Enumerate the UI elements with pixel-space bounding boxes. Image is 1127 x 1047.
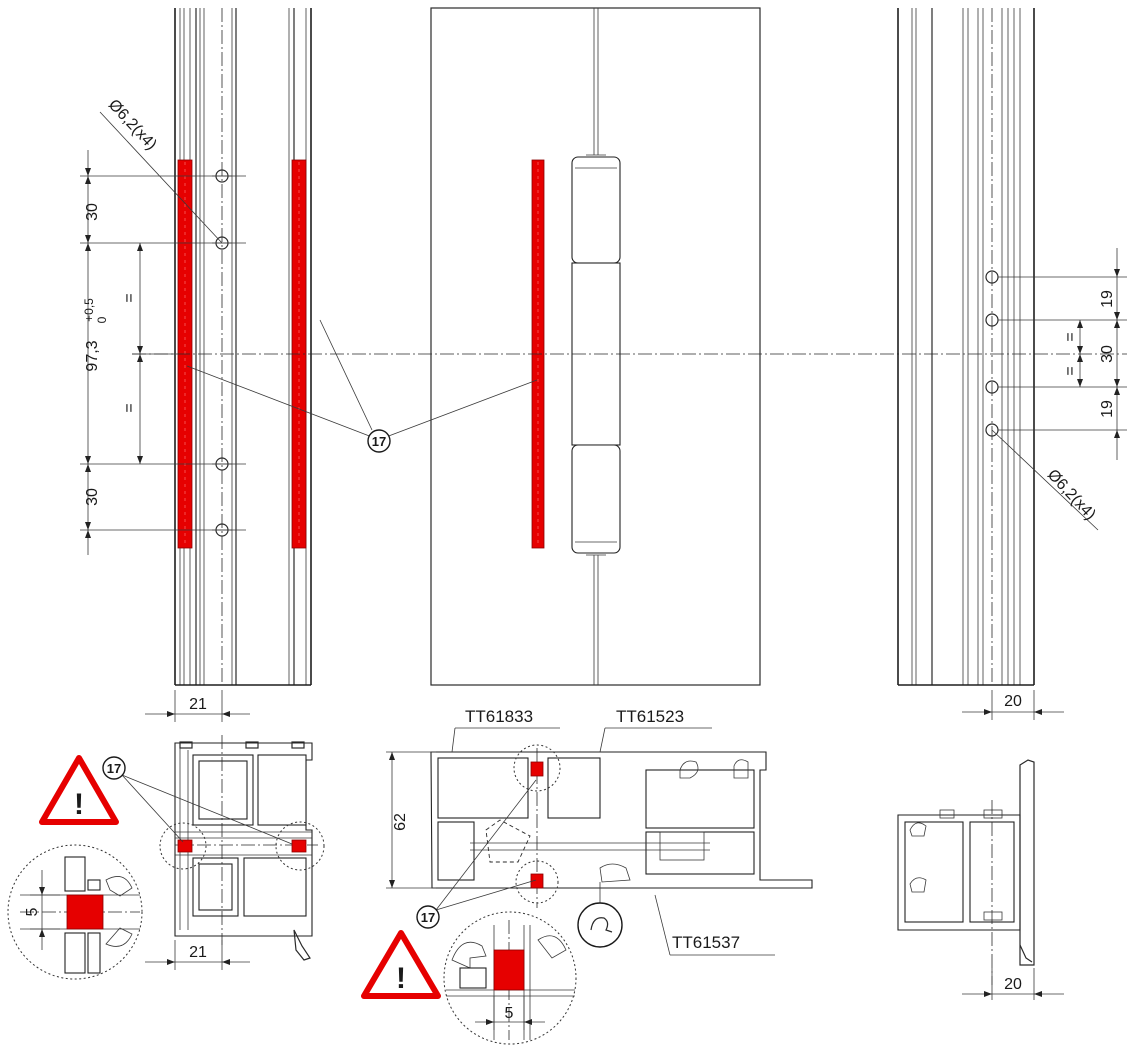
left-dim-top: 30 bbox=[84, 203, 101, 221]
profile-label-tt61833: TT61833 bbox=[465, 707, 533, 726]
left-profile-lines bbox=[174, 8, 312, 686]
middle-section-height: 62 bbox=[392, 813, 409, 831]
detail-middle-gasket bbox=[493, 949, 525, 991]
right-profile-lines bbox=[897, 8, 1035, 686]
callout-17-elevation: 17 bbox=[186, 319, 538, 453]
profile-label-tt61537: TT61537 bbox=[672, 933, 740, 952]
right-dim-1: 19 bbox=[1099, 290, 1116, 308]
right-hole-leader bbox=[991, 429, 1099, 531]
detail-left-gasket bbox=[66, 894, 104, 930]
warning-triangle-middle: ! bbox=[361, 930, 441, 999]
left-hole-label: Ø6,2(x4) bbox=[105, 96, 160, 153]
right-dim-3: 19 bbox=[1099, 400, 1116, 418]
callout-17-middle-section-text: 17 bbox=[421, 910, 435, 925]
callout-17-middle-section: 17 bbox=[416, 779, 537, 929]
detail-left-dim: 5 bbox=[24, 907, 41, 916]
right-equal-lower: = bbox=[1062, 366, 1079, 375]
warning-mark-middle: ! bbox=[396, 962, 406, 995]
warning-mark-left: ! bbox=[74, 788, 84, 821]
left-section-gasket-inner bbox=[291, 839, 307, 853]
left-dimension-lines bbox=[80, 150, 246, 555]
middle-sash-outline bbox=[430, 7, 761, 686]
right-equal-upper: = bbox=[1062, 332, 1079, 341]
hinge-body bbox=[571, 154, 621, 556]
left-dim-mid-value: 97,3 bbox=[84, 340, 101, 371]
left-hole-leader bbox=[99, 111, 223, 244]
middle-elevation bbox=[430, 7, 761, 686]
warning-triangle-left: ! bbox=[39, 755, 119, 825]
left-elevation: 30 97,3 +0,5 0 = = 30 Ø6,2(x4) 21 bbox=[80, 8, 312, 722]
detail-left: 5 bbox=[7, 844, 143, 980]
middle-section: 62 TT61833 TT61523 TT61537 bbox=[386, 707, 813, 956]
profile-label-tt61523: TT61523 bbox=[616, 707, 684, 726]
left-section-width: 21 bbox=[189, 944, 207, 961]
right-dim-2: 30 bbox=[1099, 345, 1116, 363]
right-elevation-width: 20 bbox=[1004, 693, 1022, 710]
right-section: 20 bbox=[897, 759, 1064, 1000]
callout-17-left-section: 17 bbox=[102, 756, 293, 845]
callout-17-elevation-text: 17 bbox=[372, 434, 386, 449]
right-elevation: 19 30 19 = = Ø6,2(x4) 20 bbox=[897, 8, 1127, 720]
middle-section-gasket-bottom bbox=[530, 873, 544, 889]
left-elevation-width: 21 bbox=[189, 696, 207, 713]
middle-section-gasket-top bbox=[530, 761, 544, 777]
left-section: 21 bbox=[145, 735, 325, 970]
left-equal-lower: = bbox=[121, 403, 138, 412]
right-dimension-lines bbox=[998, 248, 1127, 460]
left-dim-mid-tol-upper: +0,5 bbox=[82, 298, 96, 322]
left-section-gasket-outer bbox=[177, 839, 193, 853]
right-section-width: 20 bbox=[1004, 976, 1022, 993]
left-dim-bottom: 30 bbox=[84, 488, 101, 506]
callout-17-left-section-text: 17 bbox=[107, 761, 121, 776]
hinge-knuckle-symbol bbox=[577, 882, 623, 948]
right-hole-label: Ø6,2(x4) bbox=[1044, 466, 1099, 523]
left-equal-upper: = bbox=[121, 293, 138, 302]
detail-middle-dim: 5 bbox=[505, 1005, 514, 1022]
left-dim-mid-tol-lower: 0 bbox=[95, 316, 109, 323]
detail-middle: 5 bbox=[443, 911, 577, 1045]
